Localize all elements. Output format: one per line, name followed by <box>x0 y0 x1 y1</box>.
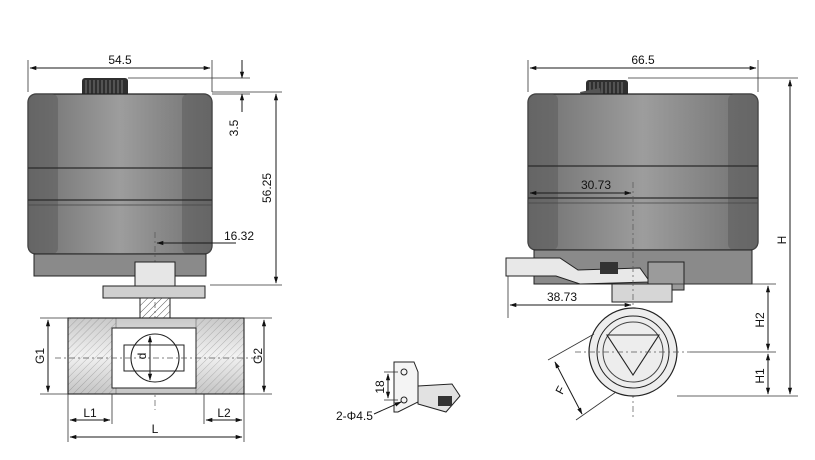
dim-label-l1: L1 <box>83 406 97 420</box>
dim-h: H <box>628 77 798 397</box>
valve-body <box>55 317 260 395</box>
dim-label-16-32: 16.32 <box>224 229 254 243</box>
actuator-body <box>27 93 213 277</box>
dim-label-g1: G1 <box>33 348 47 364</box>
dim-label-f: F <box>553 384 569 397</box>
dim-top-offset: 3.5 <box>128 60 250 136</box>
dim-label-holes: 2-Φ4.5 <box>336 409 373 423</box>
stem-coupling <box>102 261 206 321</box>
dim-h1-h2: H2 H1 <box>672 283 776 395</box>
dim-label-38-73: 38.73 <box>547 290 577 304</box>
front-view: 54.5 3.5 56.25 16.32 G1 <box>27 53 282 442</box>
dim-bore-d: d <box>135 335 153 381</box>
dim-label-18: 18 <box>373 380 387 394</box>
mount-hole-top <box>400 368 408 376</box>
dim-label-56-25: 56.25 <box>260 173 274 203</box>
dim-center-30-73: 30.73 <box>527 178 632 200</box>
dim-label-66-5: 66.5 <box>631 53 655 67</box>
dim-width-54-5: 54.5 <box>27 53 213 92</box>
dim-reach-38-73: 38.73 <box>507 276 632 318</box>
dim-label-54-5: 54.5 <box>108 53 132 67</box>
actuator-knob <box>82 78 128 98</box>
dim-label-d: d <box>135 353 149 360</box>
side-valve-end <box>575 307 690 397</box>
dim-label-30-73: 30.73 <box>581 178 611 192</box>
dim-g1: G1 <box>33 317 68 395</box>
dim-label-l: L <box>152 422 159 436</box>
side-actuator-body <box>527 93 759 285</box>
dim-label-l2: L2 <box>217 406 231 420</box>
dim-side-width: 66.5 <box>527 53 759 92</box>
dim-label-h2: H2 <box>753 312 767 328</box>
dim-label-g2: G2 <box>251 348 265 364</box>
side-bracket <box>505 257 685 303</box>
dim-shaft-16-32: 16.32 <box>156 229 254 246</box>
dim-label-h1: H1 <box>753 368 767 384</box>
side-view: 66.5 30.73 38.73 H H2 H1 <box>505 53 798 421</box>
dim-length: L1 L2 L <box>67 394 245 442</box>
bracket-detail: 18 2-Φ4.5 <box>336 361 461 423</box>
dim-label-3-5: 3.5 <box>227 119 241 136</box>
dim-g2: G2 <box>244 317 272 395</box>
dim-height-56-25: 56.25 <box>210 91 282 286</box>
mount-hole-bottom <box>400 396 408 404</box>
dim-label-h: H <box>775 236 789 245</box>
